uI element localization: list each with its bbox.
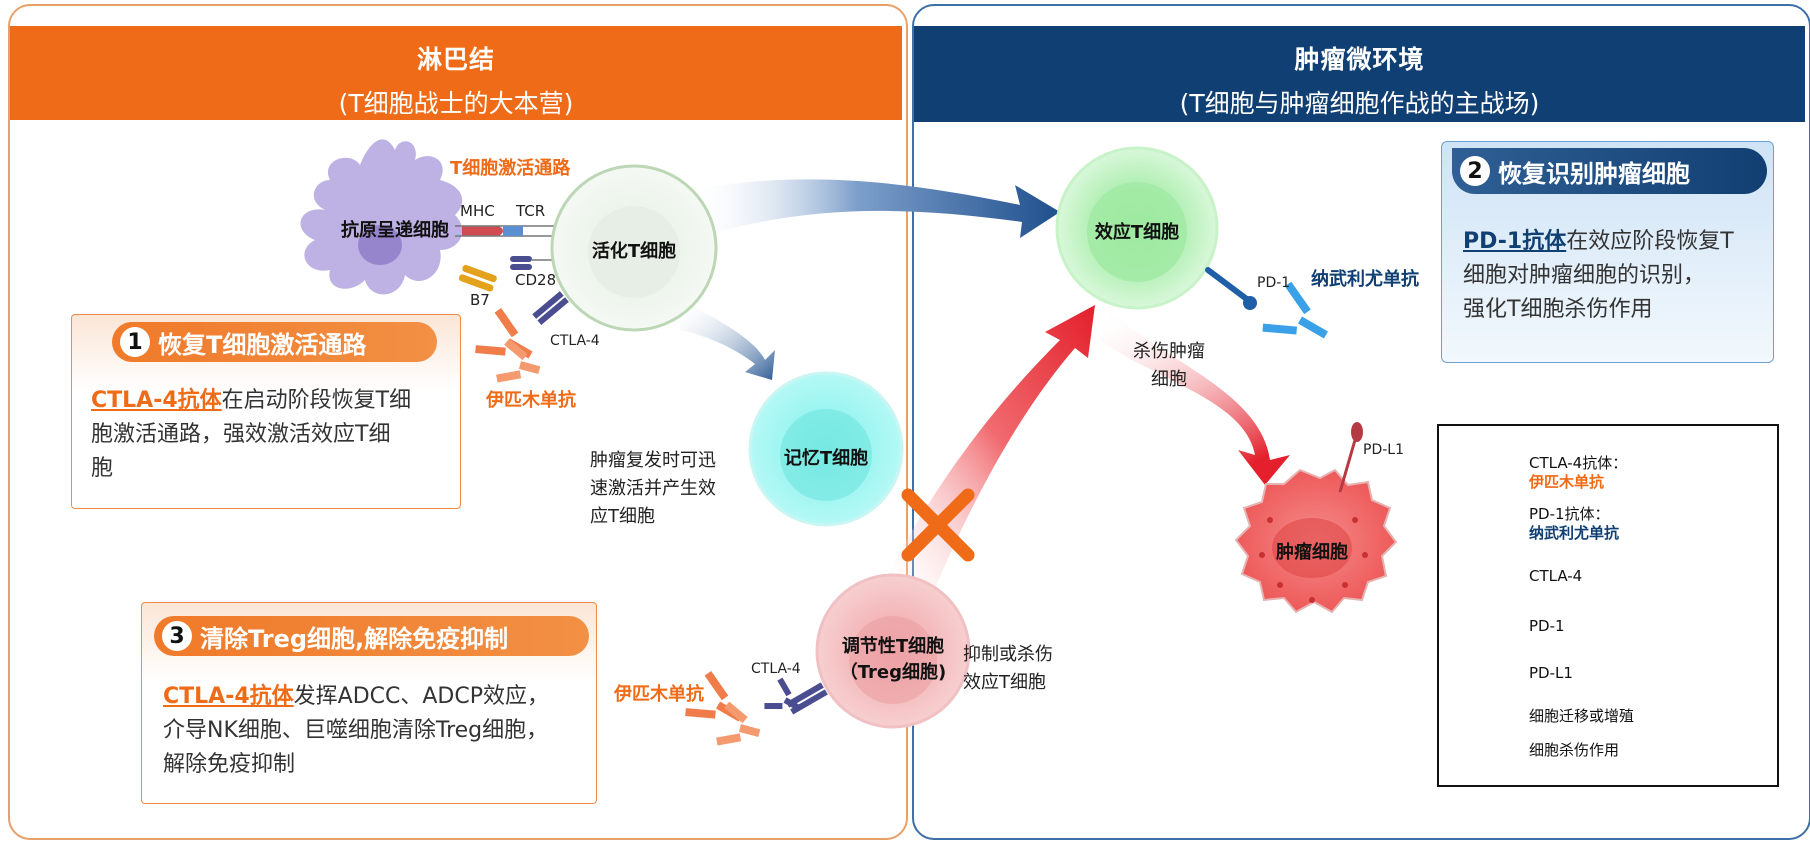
legend-pdl1-label: PD-L1 [1529, 664, 1573, 682]
callout-1-body: CTLA-4抗体在启动阶段恢复T细 胞激活通路，强效激活效应T细 胞 [91, 384, 451, 486]
treg-label-1: 调节性T细胞 [841, 636, 945, 657]
treg-note-line1: 抑制或杀伤 [963, 644, 1053, 665]
callout-2-link[interactable]: PD-1抗体 [1463, 229, 1567, 254]
callout-2-title-pill: 2 恢复识别肿瘤细胞 [1452, 148, 1767, 194]
ipilimumab-top-label: 伊匹木单抗 [486, 390, 576, 411]
effector-t-label: 效应T细胞 [1094, 222, 1180, 243]
callout-2-line2: 细胞对肿瘤细胞的识别， [1463, 263, 1706, 288]
nivolumab-label: 纳武利尤单抗 [1311, 269, 1419, 290]
callout-3-line1: 发挥ADCC、ADCP效应， [293, 684, 549, 709]
antigen-presenting-cell-shape [300, 139, 463, 295]
callout-1-link[interactable]: CTLA-4抗体 [91, 388, 222, 413]
legend-ctla4-antibody-label: CTLA-4抗体： [1529, 454, 1628, 472]
callout-2-line1: 在效应阶段恢复T [1566, 229, 1734, 254]
memory-t-label: 记忆T细胞 [783, 448, 869, 469]
callout-1-line3: 胞 [91, 456, 114, 481]
pd1-receptor [1205, 267, 1251, 303]
ipilimumab-antibody-top-2 [496, 338, 541, 383]
ctla4-top [532, 291, 569, 325]
legend-migration-label: 细胞迁移或增殖 [1529, 707, 1635, 725]
tcr-receptor [503, 226, 523, 236]
legend-killing-label: 细胞杀伤作用 [1529, 741, 1620, 759]
b7-ligand [458, 264, 497, 292]
callout-2-title: 恢复识别肿瘤细胞 [1498, 159, 1690, 188]
treg-label-2: （Treg细胞) [839, 662, 947, 683]
ctla4-bottom [786, 682, 828, 715]
pdl1-label: PD-L1 [1363, 442, 1404, 458]
callout-2-line3: 强化T细胞杀伤作用 [1463, 297, 1653, 322]
legend-pd1-label: PD-1 [1529, 617, 1565, 635]
ipilimumab-bottom-label: 伊匹木单抗 [614, 684, 704, 705]
memory-note: 肿瘤复发时可迅 速激活并产生效 应T细胞 [590, 447, 716, 531]
ctla4-bottom-y [764, 677, 801, 711]
tumor-label: 肿瘤细胞 [1276, 542, 1348, 563]
memory-note-line1: 肿瘤复发时可迅 [590, 450, 716, 471]
callout-3-title-pill: 3 清除Treg细胞,解除免疫抑制 [154, 616, 589, 656]
callout-3-line2: 介导NK细胞、巨噬细胞清除Treg细胞， [163, 718, 549, 743]
cd28-label: CD28 [515, 271, 557, 289]
memory-note-line2: 速激活并产生效 [590, 478, 716, 499]
tcr-label: TCR [516, 202, 546, 220]
ctla4-bottom-label: CTLA-4 [751, 661, 801, 677]
migration-arrow-to-memory [680, 300, 775, 380]
lymph-node-subtitle: (T细胞战士的大本营) [338, 89, 574, 118]
pd1-label: PD-1 [1257, 275, 1291, 291]
tme-subtitle: (T细胞与肿瘤细胞作战的主战场) [1179, 89, 1540, 118]
activated-t-label: 活化T细胞 [591, 241, 677, 262]
legend-pd1-antibody: PD-1抗体： 纳武利尤单抗 [1529, 505, 1619, 543]
migration-arrow-to-effector [690, 179, 1060, 240]
mhc-receptor [462, 226, 500, 236]
callout-1-number: 1 [120, 327, 150, 357]
kill-note-line1: 杀伤肿瘤 [1133, 341, 1205, 362]
legend-ctla4-label: CTLA-4 [1529, 567, 1583, 585]
callout-2-body: PD-1抗体在效应阶段恢复T 细胞对肿瘤细胞的识别， 强化T细胞杀伤作用 [1463, 225, 1763, 327]
callout-3-line3: 解除免疫抑制 [163, 752, 296, 777]
treg-note: 抑制或杀伤 效应T细胞 [963, 641, 1053, 697]
ipilimumab-antibody-bottom-2 [716, 701, 761, 746]
callout-1-title: 恢复T细胞激活通路 [158, 330, 367, 359]
block-x-mark [901, 488, 975, 562]
activation-pathway-label: T细胞激活通路 [450, 158, 571, 179]
callout-1-line2: 胞激活通路，强效激活效应T细 [91, 422, 391, 447]
callout-2-number: 2 [1460, 156, 1490, 186]
legend-ctla4-antibody: CTLA-4抗体： 伊匹木单抗 [1529, 454, 1627, 492]
killing-arrow-to-tumor [1100, 310, 1290, 485]
callout-3-body: CTLA-4抗体发挥ADCC、ADCP效应， 介导NK细胞、巨噬细胞清除Treg… [163, 680, 588, 782]
lymph-node-title: 淋巴结 [416, 45, 495, 74]
lymph-node-header: 淋巴结 (T细胞战士的大本营) [10, 26, 902, 120]
legend-ctla4-antibody-drug: 伊匹木单抗 [1529, 473, 1605, 491]
callout-3-number: 3 [162, 621, 192, 651]
tme-title: 肿瘤微环境 [1294, 45, 1425, 74]
memory-note-line3: 应T细胞 [590, 506, 655, 527]
tme-header: 肿瘤微环境 (T细胞与肿瘤细胞作战的主战场) [914, 26, 1805, 122]
legend-pd1-antibody-drug: 纳武利尤单抗 [1529, 524, 1620, 542]
callout-1-title-pill: 1 恢复T细胞激活通路 [112, 322, 437, 362]
nivolumab-antibody [1262, 281, 1328, 339]
legend-box: CTLA-4抗体： 伊匹木单抗 PD-1抗体： 纳武利尤单抗 CTLA-4 PD… [1437, 424, 1779, 787]
pdl1-ligand [1338, 439, 1357, 493]
apc-label: 抗原呈递细胞 [341, 220, 449, 241]
callout-3-title: 清除Treg细胞,解除免疫抑制 [200, 624, 509, 653]
kill-note: 杀伤肿瘤 细胞 [1133, 338, 1205, 394]
b7-label: B7 [470, 291, 490, 309]
kill-note-line2: 细胞 [1151, 369, 1187, 390]
ctla4-top-label: CTLA-4 [550, 333, 600, 349]
callout-3-link[interactable]: CTLA-4抗体 [163, 684, 294, 709]
treg-note-line2: 效应T细胞 [963, 672, 1046, 693]
callout-1-line1: 在启动阶段恢复T细 [221, 388, 412, 413]
legend-pd1-antibody-label: PD-1抗体： [1529, 505, 1610, 523]
mhc-label: MHC [460, 202, 495, 220]
